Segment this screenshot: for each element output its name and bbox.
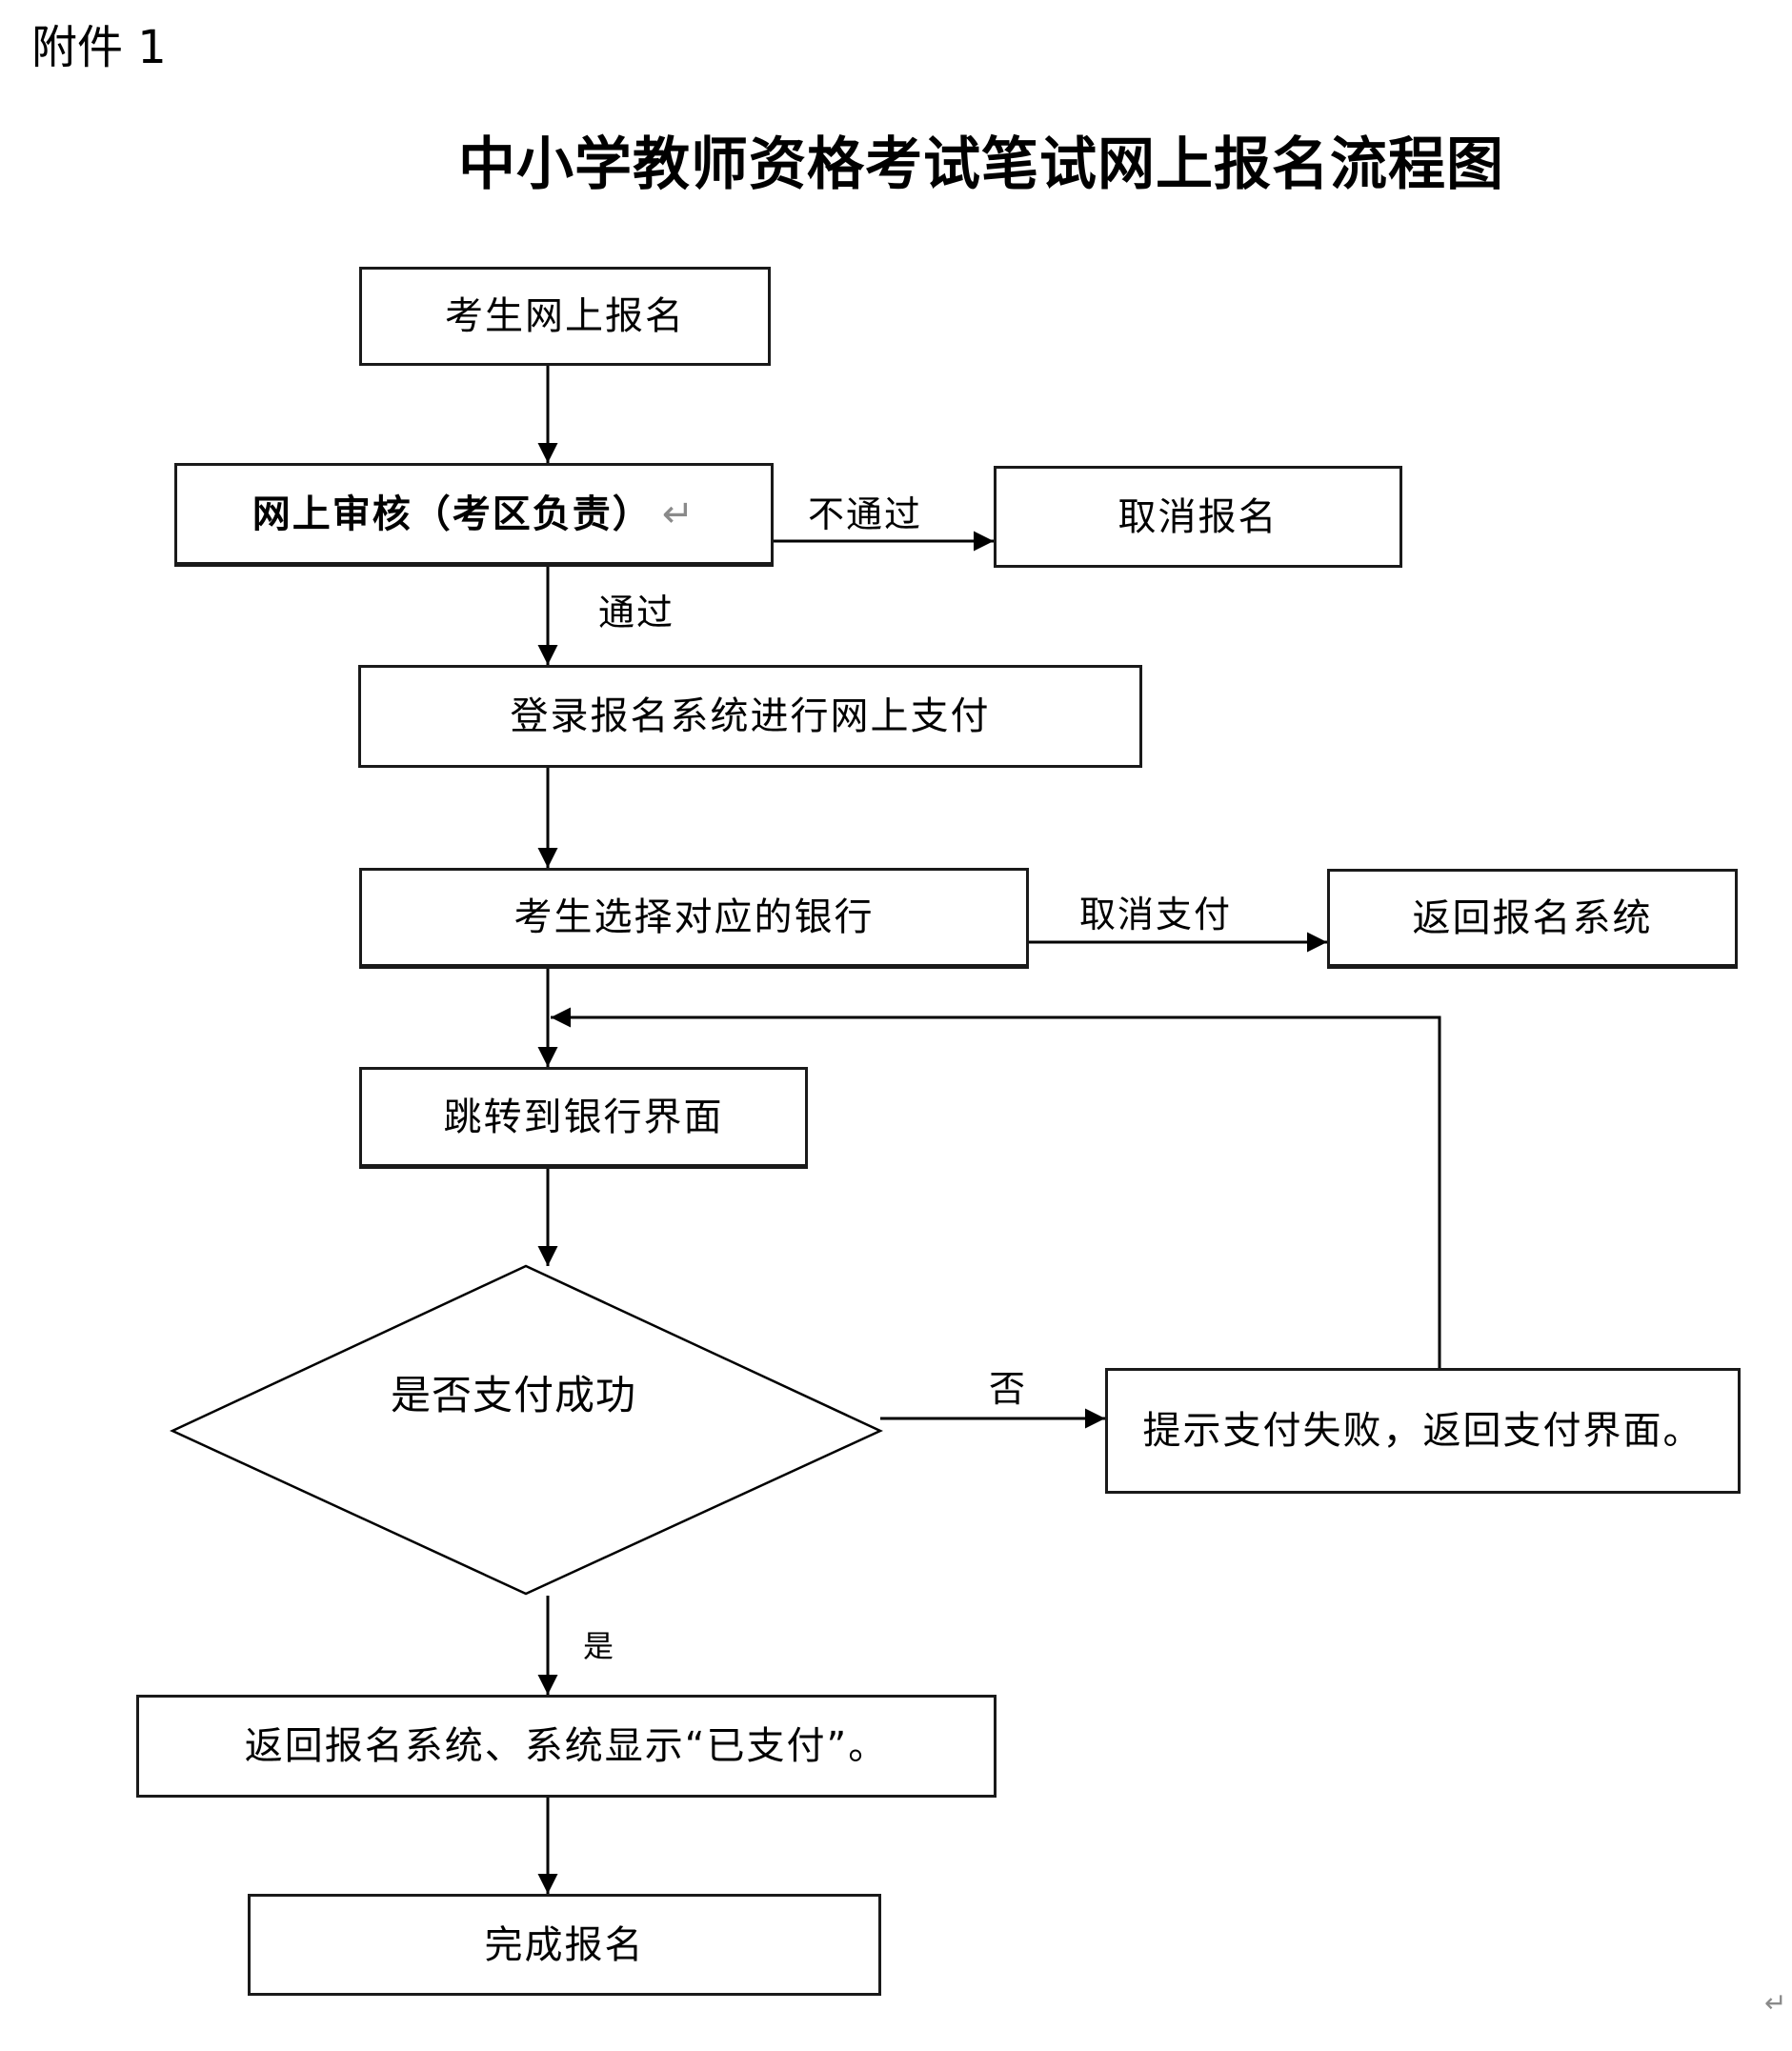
paragraph-mark-icon: ↵ [661, 492, 696, 536]
node-return-system: 返回报名系统 [1327, 869, 1738, 969]
edge-label-decision-no: 否 [989, 1368, 1028, 1410]
node-select-bank: 考生选择对应的银行 [359, 868, 1029, 969]
decision-diamond [170, 1264, 883, 1596]
node-login-pay: 登录报名系统进行网上支付 [358, 665, 1142, 768]
node-jump-bank: 跳转到银行界面 [359, 1067, 808, 1169]
paragraph-mark-icon: ↵ [1764, 1987, 1787, 2019]
node-paid-status: 返回报名系统、系统显示“已支付”。 [136, 1695, 997, 1798]
edge-label-review-pass: 通过 [598, 592, 675, 633]
decision-label: 是否支付成功 [391, 1372, 637, 1418]
node-label: 登录报名系统进行网上支付 [510, 694, 991, 738]
node-label: 跳转到银行界面 [443, 1095, 724, 1139]
attachment-label: 附件 1 [31, 21, 167, 74]
node-label: 完成报名 [484, 1922, 645, 1967]
node-label: 返回报名系统、系统显示“已支付”。 [244, 1724, 889, 1768]
node-label: 取消报名 [1117, 494, 1279, 539]
node-label: 考生选择对应的银行 [513, 895, 875, 939]
node-complete: 完成报名 [248, 1894, 881, 1996]
node-payment-failed: 提示支付失败，返回支付界面。 [1105, 1368, 1741, 1494]
arrow-fail-loop-back [551, 1007, 1441, 1393]
edge-label-cancel-payment: 取消支付 [1079, 894, 1233, 935]
edge-label-decision-yes: 是 [583, 1628, 616, 1664]
node-label: 考生网上报名 [445, 294, 685, 338]
node-cancel-registration: 取消报名 [994, 466, 1402, 568]
node-label: 网上审核（考区负责） [252, 492, 653, 536]
node-label: 提示支付失败，返回支付界面。 [1142, 1409, 1703, 1453]
node-online-registration: 考生网上报名 [359, 267, 771, 366]
node-label: 返回报名系统 [1412, 895, 1653, 940]
node-online-review: 网上审核（考区负责） ↵ [174, 463, 774, 567]
page-title: 中小学教师资格考试笔试网上报名流程图 [458, 131, 1504, 198]
edge-label-review-fail: 不通过 [808, 493, 923, 535]
